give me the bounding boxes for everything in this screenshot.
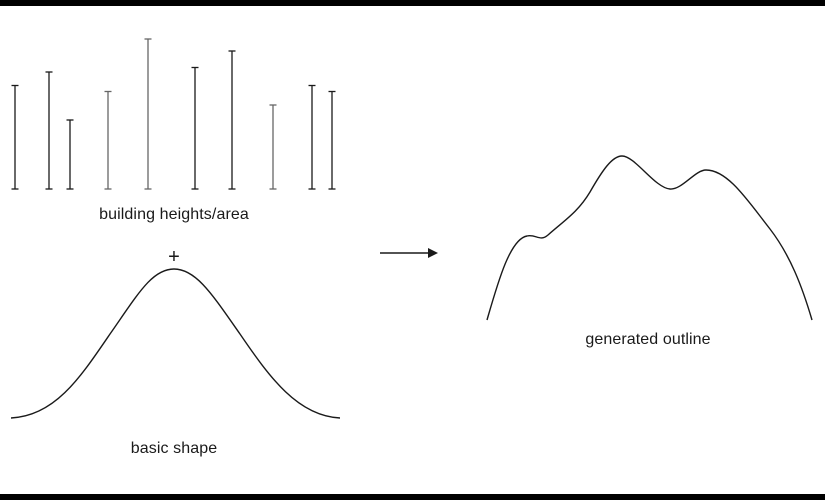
height-bar: [104, 90, 112, 190]
height-bar: [11, 84, 19, 190]
height-bar: [269, 104, 277, 190]
generated-outline-curve: [486, 155, 813, 321]
building-heights-bars: [11, 38, 336, 190]
basic-shape-label: basic shape: [130, 440, 218, 457]
height-bar: [45, 71, 53, 190]
building-heights-label: building heights/area: [99, 206, 249, 223]
height-bar: [66, 119, 74, 190]
plus-sign: +: [168, 246, 180, 268]
height-bar: [308, 84, 316, 190]
arrow-right-icon: [380, 248, 438, 258]
diagram-svg: +: [10, 38, 813, 419]
diagram-canvas: + building heights/area basic shape gene…: [0, 6, 825, 494]
basic-shape-curve: [10, 268, 341, 419]
height-bar: [328, 90, 336, 190]
height-bar: [228, 50, 236, 190]
height-bar: [191, 66, 199, 190]
height-bar: [144, 38, 152, 190]
generated-outline-label: generated outline: [585, 331, 711, 348]
